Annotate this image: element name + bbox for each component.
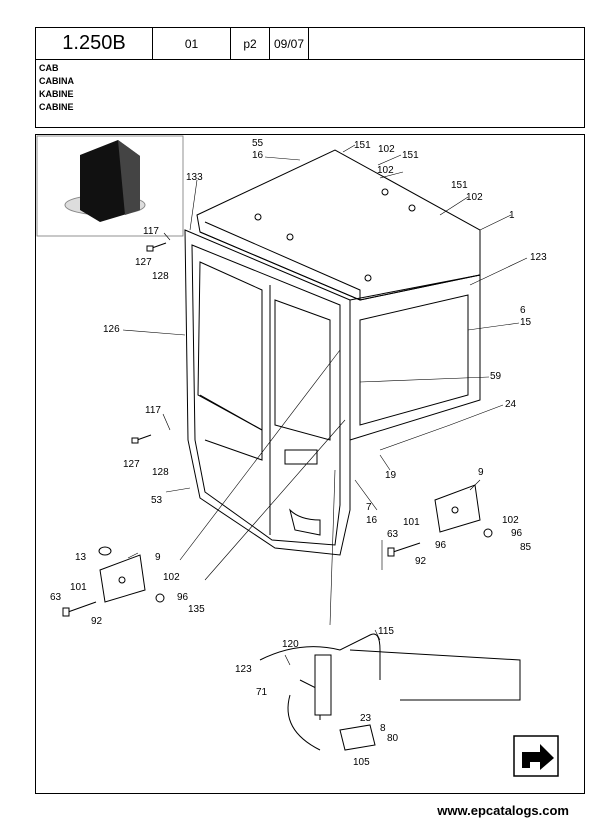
- bolts: [62, 242, 493, 617]
- callout-127: 127: [135, 257, 152, 268]
- callout-16: 16: [366, 515, 378, 526]
- cab-thumbnail: [36, 135, 184, 237]
- drawing-frame: [35, 134, 585, 794]
- callout-102: 102: [378, 144, 395, 155]
- header-table: 1.250B 01 p2 09/07: [35, 27, 585, 60]
- callout-123: 123: [235, 664, 252, 675]
- title-de: KABINE: [39, 89, 74, 99]
- callout-96: 96: [177, 592, 189, 603]
- callout-102: 102: [377, 165, 394, 176]
- callout-105: 105: [353, 757, 370, 768]
- callout-1: 1: [509, 210, 515, 221]
- callout-23: 23: [360, 713, 372, 724]
- callout-101: 101: [403, 517, 420, 528]
- leader-lines: [122, 144, 528, 666]
- date: 09/07: [270, 28, 309, 59]
- callout-96: 96: [511, 528, 523, 539]
- callout-59: 59: [490, 371, 502, 382]
- callout-101: 101: [70, 582, 87, 593]
- callout-16: 16: [252, 150, 264, 161]
- callout-117: 117: [145, 405, 161, 416]
- part-code: 1.250B: [36, 28, 153, 59]
- title-it: CABINA: [39, 76, 74, 86]
- callout-8: 8: [380, 723, 386, 734]
- callout-151: 151: [451, 180, 468, 191]
- callout-102: 102: [466, 192, 483, 203]
- callout-24: 24: [505, 399, 517, 410]
- callout-85: 85: [520, 542, 532, 553]
- cab-body: [184, 229, 481, 556]
- callout-96: 96: [435, 540, 447, 551]
- callout-55: 55: [252, 138, 264, 149]
- footer-url[interactable]: www.epcatalogs.com: [437, 803, 569, 818]
- callout-7: 7: [366, 502, 372, 513]
- revision: 01: [153, 28, 231, 59]
- callout-92: 92: [415, 556, 427, 567]
- callout-92: 92: [91, 616, 103, 627]
- bracket-left: [99, 554, 146, 603]
- callout-126: 126: [103, 324, 120, 335]
- callout-9: 9: [155, 552, 161, 563]
- callout-63: 63: [387, 529, 399, 540]
- callout-133: 133: [186, 172, 203, 183]
- callout-63: 63: [50, 592, 62, 603]
- callout-6: 6: [520, 305, 526, 316]
- callout-115: 115: [378, 626, 394, 637]
- next-page-arrow-icon[interactable]: [513, 735, 559, 777]
- page-number: p2: [231, 28, 270, 59]
- callout-53: 53: [151, 495, 163, 506]
- section-titles: CAB CABINA KABINE CABINE: [35, 59, 585, 128]
- callout-19: 19: [385, 470, 397, 481]
- callout-71: 71: [256, 687, 268, 698]
- callout-151: 151: [402, 150, 419, 161]
- callout-120: 120: [282, 639, 299, 650]
- callout-127: 127: [123, 459, 140, 470]
- wiring-detail: [259, 633, 521, 751]
- callout-151: 151: [354, 140, 371, 151]
- callout-102: 102: [502, 515, 519, 526]
- callout-15: 15: [520, 317, 532, 328]
- callout-135: 135: [188, 604, 205, 615]
- title-fr: CABINE: [39, 102, 74, 112]
- callout-13: 13: [75, 552, 87, 563]
- callout-128: 128: [152, 271, 169, 282]
- title-en: CAB: [39, 63, 59, 73]
- callout-102: 102: [163, 572, 180, 583]
- callout-123: 123: [530, 252, 547, 263]
- callout-9: 9: [478, 467, 484, 478]
- callout-128: 128: [152, 467, 169, 478]
- bracket-right: [434, 484, 481, 533]
- callout-80: 80: [387, 733, 399, 744]
- callout-117: 117: [143, 226, 159, 237]
